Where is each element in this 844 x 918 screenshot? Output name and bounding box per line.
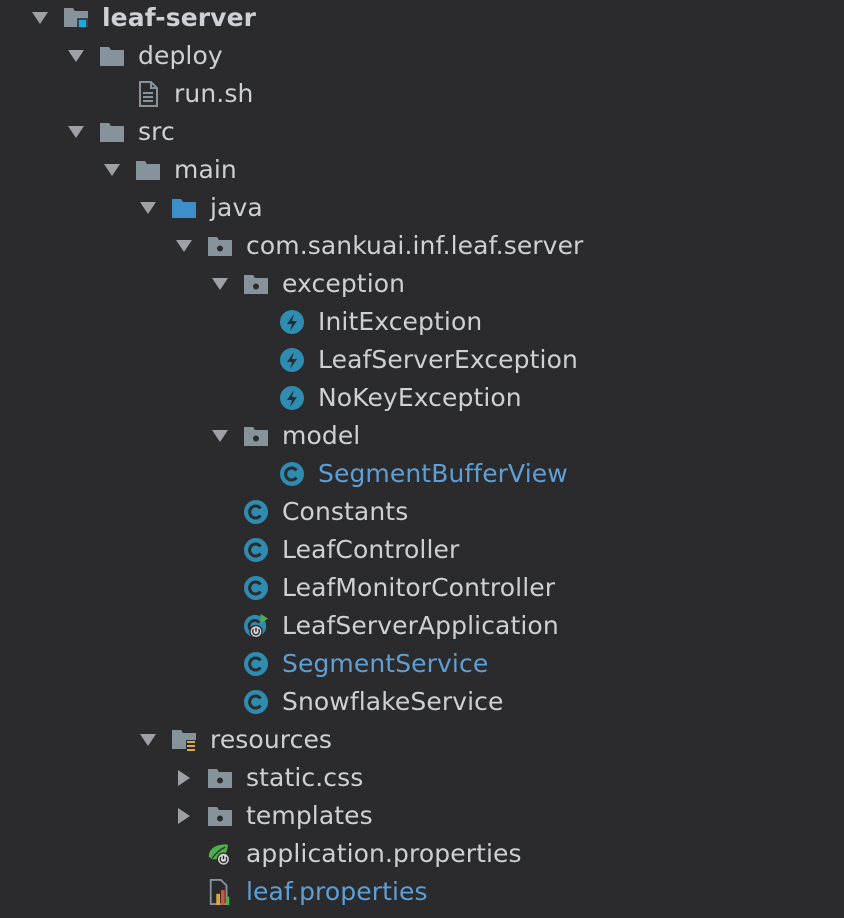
tree-node-leafserverexception[interactable]: LeafServerException bbox=[0, 341, 844, 379]
tree-node-label: run.sh bbox=[174, 79, 254, 108]
class-icon bbox=[243, 575, 269, 601]
tree-node-label: com.sankuai.inf.leaf.server bbox=[246, 231, 584, 260]
expand-arrow-down-icon[interactable] bbox=[174, 236, 194, 256]
tree-node-label: main bbox=[174, 155, 237, 184]
tree-node-label: InitException bbox=[318, 307, 483, 336]
tree-node-label: Constants bbox=[282, 497, 409, 526]
tree-node-label: LeafServerException bbox=[318, 345, 578, 374]
exception-class-icon bbox=[279, 385, 305, 411]
tree-node-label: LeafServerApplication bbox=[282, 611, 559, 640]
resources-folder-icon bbox=[171, 727, 197, 753]
tree-node-constants[interactable]: Constants bbox=[0, 493, 844, 531]
package-icon bbox=[207, 233, 233, 259]
module-folder-icon bbox=[63, 5, 89, 31]
expand-arrow-down-icon[interactable] bbox=[102, 160, 122, 180]
class-icon bbox=[279, 461, 305, 487]
tree-node-com-sankuai-inf-leaf-server[interactable]: com.sankuai.inf.leaf.server bbox=[0, 227, 844, 265]
exception-class-icon bbox=[279, 309, 305, 335]
package-icon bbox=[243, 271, 269, 297]
tree-node-label: SegmentService bbox=[282, 649, 489, 678]
tree-node-java[interactable]: java bbox=[0, 189, 844, 227]
expand-arrow-down-icon[interactable] bbox=[66, 122, 86, 142]
class-icon bbox=[243, 651, 269, 677]
folder-icon bbox=[99, 43, 125, 69]
tree-node-leaf-properties[interactable]: leaf.properties bbox=[0, 873, 844, 911]
tree-node-label: resources bbox=[210, 725, 333, 754]
tree-node-leafserverapplication[interactable]: LeafServerApplication bbox=[0, 607, 844, 645]
expand-arrow-down-icon[interactable] bbox=[66, 46, 86, 66]
class-icon bbox=[243, 537, 269, 563]
tree-node-leafmonitorcontroller[interactable]: LeafMonitorController bbox=[0, 569, 844, 607]
tree-node-label: LeafController bbox=[282, 535, 460, 564]
expand-arrow-down-icon[interactable] bbox=[30, 8, 50, 28]
exception-class-icon bbox=[279, 347, 305, 373]
spring-boot-class-icon bbox=[243, 613, 269, 639]
collapse-arrow-right-icon[interactable] bbox=[174, 806, 194, 826]
properties-file-icon bbox=[207, 879, 233, 905]
package-icon bbox=[243, 423, 269, 449]
tree-node-model[interactable]: model bbox=[0, 417, 844, 455]
tree-node-initexception[interactable]: InitException bbox=[0, 303, 844, 341]
tree-node-src[interactable]: src bbox=[0, 113, 844, 151]
tree-node-leaf-server[interactable]: leaf-server bbox=[0, 0, 844, 37]
tree-node-label: leaf.properties bbox=[246, 877, 428, 906]
tree-node-nokeyexception[interactable]: NoKeyException bbox=[0, 379, 844, 417]
tree-node-label: application.properties bbox=[246, 839, 522, 868]
folder-icon bbox=[135, 157, 161, 183]
spring-properties-icon bbox=[207, 841, 233, 867]
tree-node-deploy[interactable]: deploy bbox=[0, 37, 844, 75]
tree-node-segmentbufferview[interactable]: SegmentBufferView bbox=[0, 455, 844, 493]
tree-node-main[interactable]: main bbox=[0, 151, 844, 189]
package-icon bbox=[207, 765, 233, 791]
tree-node-application-properties[interactable]: application.properties bbox=[0, 835, 844, 873]
expand-arrow-down-icon[interactable] bbox=[138, 198, 158, 218]
package-icon bbox=[207, 803, 233, 829]
source-folder-icon bbox=[171, 195, 197, 221]
tree-node-label: SnowflakeService bbox=[282, 687, 504, 716]
tree-node-label: LeafMonitorController bbox=[282, 573, 556, 602]
tree-node-exception[interactable]: exception bbox=[0, 265, 844, 303]
tree-node-label: exception bbox=[282, 269, 406, 298]
tree-node-label: NoKeyException bbox=[318, 383, 522, 412]
tree-node-label: leaf-server bbox=[102, 3, 257, 32]
tree-node-resources[interactable]: resources bbox=[0, 721, 844, 759]
tree-node-label: model bbox=[282, 421, 361, 450]
collapse-arrow-right-icon[interactable] bbox=[174, 768, 194, 788]
tree-node-snowflakeservice[interactable]: SnowflakeService bbox=[0, 683, 844, 721]
tree-node-leafcontroller[interactable]: LeafController bbox=[0, 531, 844, 569]
tree-node-label: templates bbox=[246, 801, 373, 830]
tree-node-static-css[interactable]: static.css bbox=[0, 759, 844, 797]
class-icon bbox=[243, 499, 269, 525]
expand-arrow-down-icon[interactable] bbox=[210, 426, 230, 446]
tree-node-label: static.css bbox=[246, 763, 364, 792]
expand-arrow-down-icon[interactable] bbox=[210, 274, 230, 294]
folder-icon bbox=[99, 119, 125, 145]
class-icon bbox=[243, 689, 269, 715]
tree-node-label: java bbox=[210, 193, 263, 222]
expand-arrow-down-icon[interactable] bbox=[138, 730, 158, 750]
tree-node-label: deploy bbox=[138, 41, 223, 70]
tree-node-segmentservice[interactable]: SegmentService bbox=[0, 645, 844, 683]
tree-node-label: src bbox=[138, 117, 175, 146]
tree-node-label: SegmentBufferView bbox=[318, 459, 568, 488]
tree-node-run-sh[interactable]: run.sh bbox=[0, 75, 844, 113]
text-file-icon bbox=[135, 81, 161, 107]
tree-node-templates[interactable]: templates bbox=[0, 797, 844, 835]
